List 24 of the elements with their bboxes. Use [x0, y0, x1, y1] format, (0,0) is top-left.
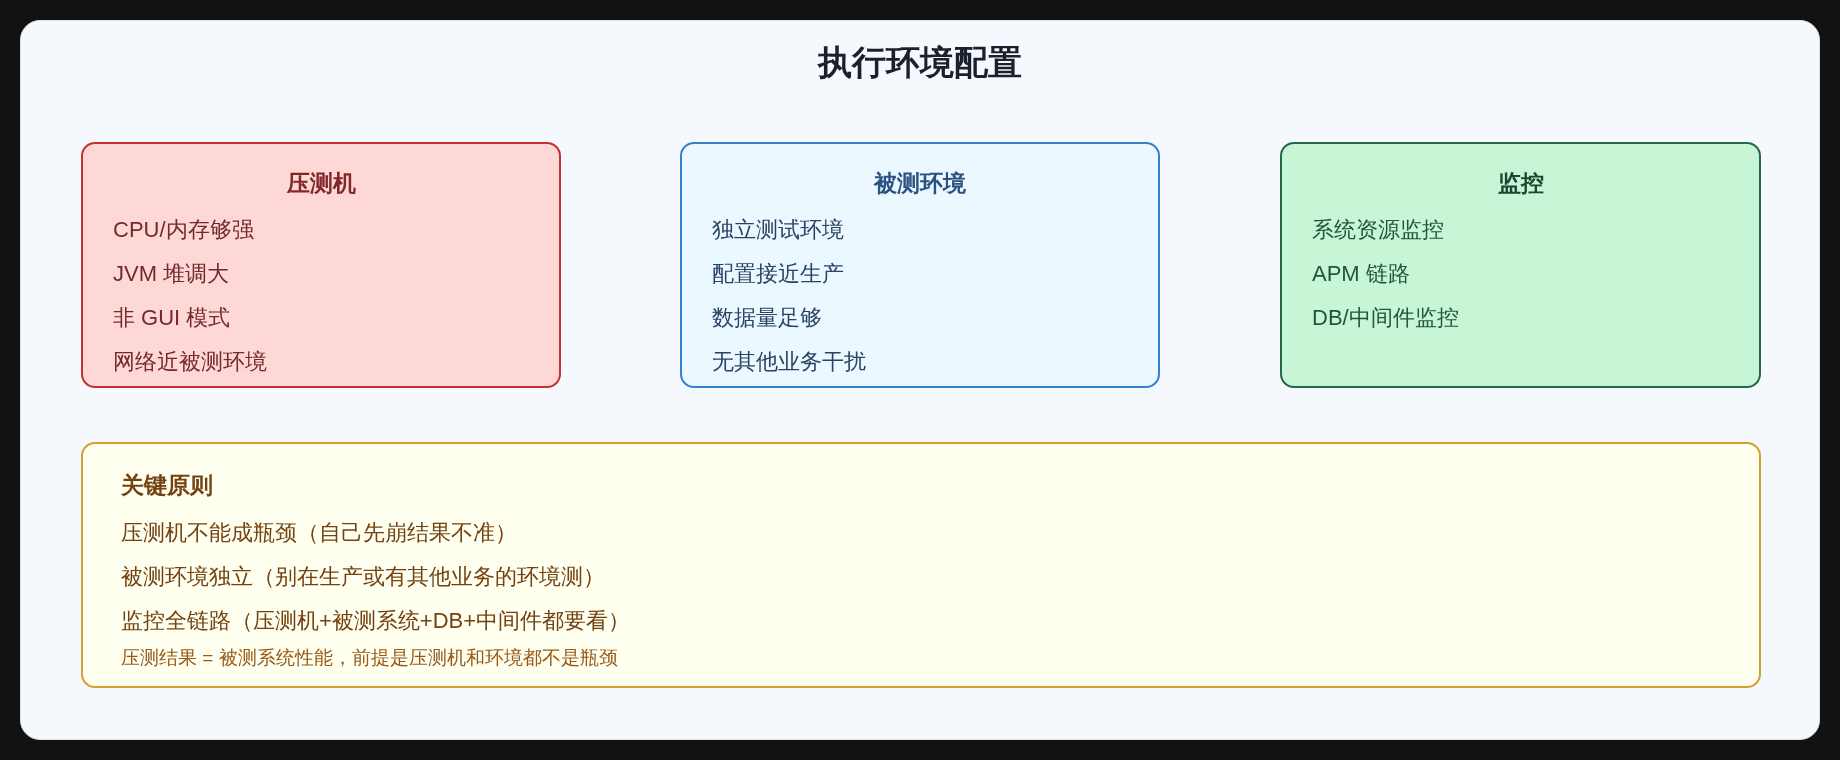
principles-panel: [81, 442, 1761, 688]
card-heading: 压测机: [286, 169, 356, 198]
category-card: [680, 142, 1160, 388]
list-item: JVM 堆调大: [113, 260, 230, 288]
category-card: [1280, 142, 1761, 388]
list-item: DB/中间件监控: [1312, 304, 1459, 332]
card-heading: 关键原则: [121, 471, 213, 500]
list-item: 监控全链路（压测机+被测系统+DB+中间件都要看）: [121, 607, 631, 635]
category-card: [81, 142, 561, 388]
summary-note: 压测结果 = 被测系统性能，前提是压测机和环境都不是瓶颈: [121, 646, 618, 670]
list-item: CPU/内存够强: [113, 216, 254, 244]
list-item: 无其他业务干扰: [712, 348, 866, 376]
list-item: 非 GUI 模式: [113, 304, 231, 332]
list-item: 数据量足够: [712, 304, 822, 332]
diagram-title: 执行环境配置: [816, 42, 1023, 83]
list-item: APM 链路: [1312, 260, 1410, 288]
list-item: 独立测试环境: [712, 216, 844, 244]
list-item: 压测机不能成瓶颈（自己先崩结果不准）: [121, 519, 517, 547]
list-item: 被测环境独立（别在生产或有其他业务的环境测）: [121, 563, 605, 591]
card-heading: 监控: [1497, 169, 1544, 198]
list-item: 网络近被测环境: [113, 348, 267, 376]
list-item: 系统资源监控: [1312, 216, 1444, 244]
card-heading: 被测环境: [874, 169, 966, 198]
list-item: 配置接近生产: [712, 260, 844, 288]
